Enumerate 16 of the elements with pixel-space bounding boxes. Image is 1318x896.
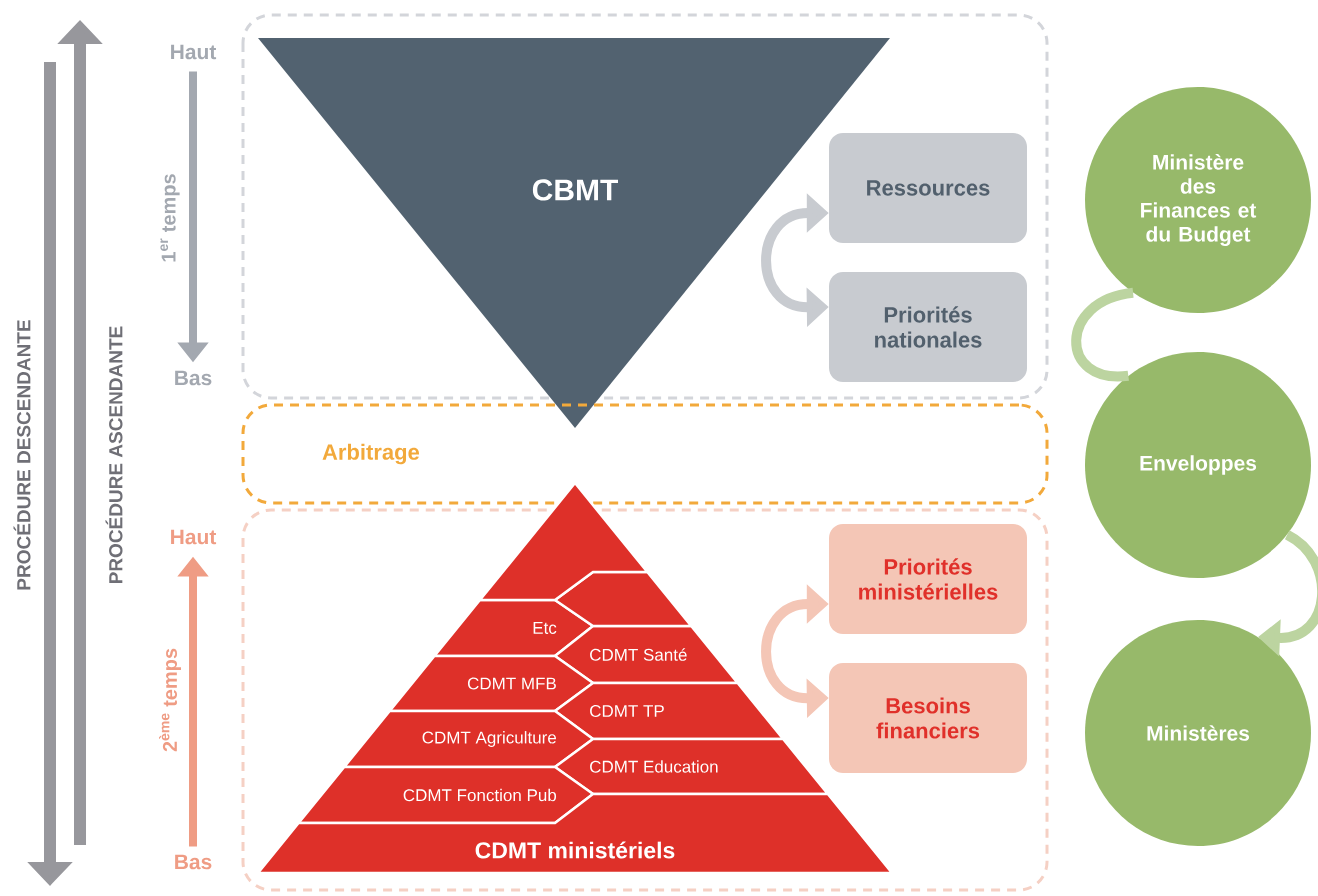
rounded-box: Priorités nationales — [829, 272, 1027, 382]
rounded-box: Besoins financiers — [829, 663, 1027, 773]
procedure-label: PROCÉDURE DESCENDANTE — [13, 320, 31, 590]
dashed-band: Arbitrage — [241, 403, 1049, 505]
rounded-box: Ressources — [829, 133, 1027, 243]
level-label: Bas — [175, 370, 212, 386]
circle-node: Ministères — [1085, 620, 1311, 846]
level-label: Haut — [171, 529, 217, 545]
level-label: Haut — [171, 44, 217, 60]
rounded-box: Priorités ministérielles — [829, 524, 1027, 634]
level-label: Bas — [175, 854, 212, 870]
edge-label: 2$^{ème}$ temps — [159, 648, 181, 752]
circle-node: Enveloppes — [1085, 352, 1311, 578]
circle-node: Ministère des Finances et du Budget — [1085, 87, 1311, 313]
edge-label: 1$^{er}$ temps — [160, 174, 180, 262]
procedure-label: PROCÉDURE ASCENDANTE — [105, 326, 123, 584]
